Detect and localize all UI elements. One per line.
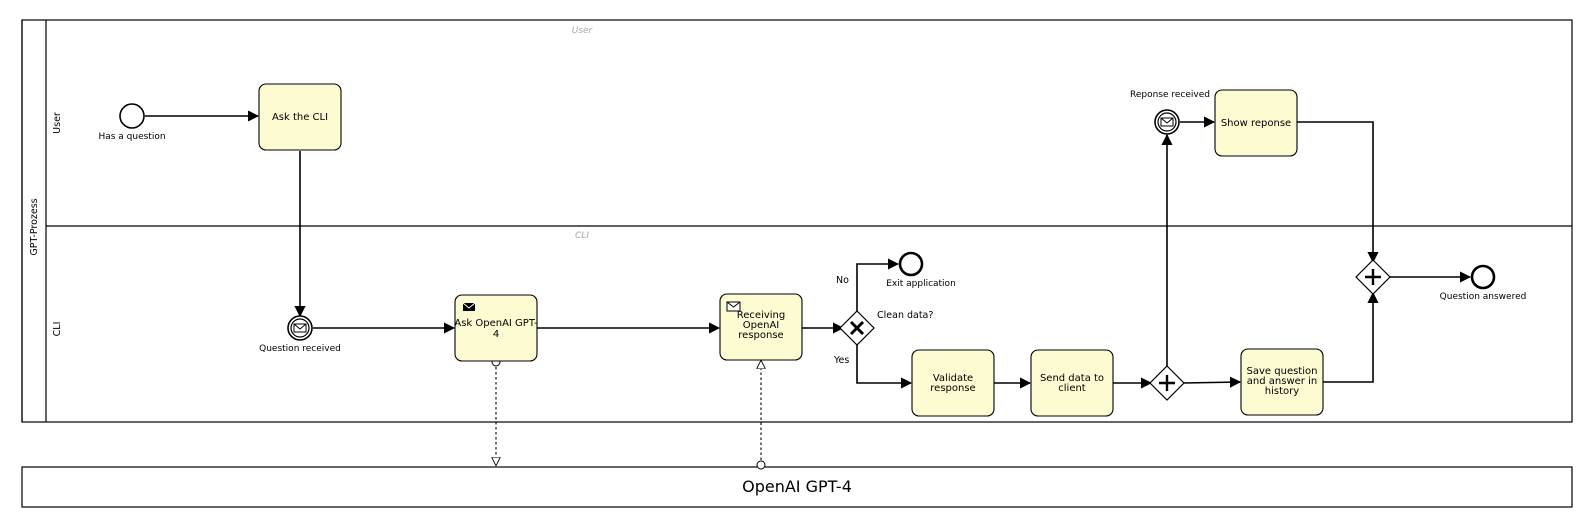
task-save-history-line-1: Save question (1247, 366, 1318, 377)
envelope-icon (293, 323, 307, 333)
task-send-data[interactable]: Send data to client (1030, 349, 1114, 417)
envelope-icon (1160, 117, 1174, 127)
gateway-split[interactable] (1149, 365, 1185, 401)
task-ask-openai[interactable]: Ask OpenAI GPT- 4 (454, 294, 538, 362)
flow-label-no: No (836, 275, 849, 286)
task-receiving-line-1: Receiving (737, 310, 785, 321)
flow-yes-to-validate (856, 342, 913, 389)
task-validate[interactable]: Validate response (911, 349, 995, 417)
lane-cli-watermark: CLI (575, 231, 589, 241)
task-receiving[interactable]: Receiving OpenAI response (719, 293, 803, 361)
flow-save-to-join (1322, 291, 1379, 383)
sequence-flows (145, 110, 1472, 389)
pool-name: GPT-Prozess (29, 198, 40, 255)
task-show-response-label: Show reponse (1221, 118, 1291, 129)
main-pool: GPT-Prozess User CLI User CLI (21, 19, 1573, 423)
flow-split-to-save (1182, 376, 1242, 388)
lane-cli-name: CLI (52, 322, 63, 337)
lane-user-name: User (52, 112, 63, 134)
external-pool-name: OpenAI GPT-4 (742, 477, 852, 496)
start-event[interactable]: Has a question (98, 103, 166, 142)
task-save-history[interactable]: Save question and answer in history (1240, 348, 1324, 416)
task-receiving-line-2: OpenAI (743, 320, 780, 331)
task-save-history-line-3: history (1265, 386, 1299, 397)
exit-end-event-label: Exit application (886, 279, 956, 289)
task-send-data-line-1: Send data to (1040, 373, 1104, 384)
answered-end-event[interactable]: Question answered (1440, 264, 1527, 302)
message-flows (491, 357, 766, 470)
flow-show-to-join (1296, 121, 1379, 264)
task-validate-line-2: response (930, 383, 975, 394)
task-ask-openai-line-1: Ask OpenAI GPT- (454, 318, 538, 329)
exit-end-event[interactable]: Exit application (886, 251, 956, 289)
task-send-data-line-2: client (1058, 383, 1086, 394)
task-ask-cli-label: Ask the CLI (272, 112, 328, 123)
start-event-label: Has a question (98, 132, 165, 142)
task-receiving-line-3: response (738, 330, 783, 341)
gateway-clean-data[interactable]: Clean data? No Yes (833, 275, 933, 366)
task-ask-cli[interactable]: Ask the CLI (258, 83, 342, 151)
gateway-clean-data-label: Clean data? (877, 310, 933, 321)
response-received-event[interactable]: Reponse received (1130, 90, 1210, 135)
task-ask-openai-line-2: 4 (493, 329, 499, 340)
flow-label-yes: Yes (833, 355, 849, 366)
task-validate-line-1: Validate (933, 373, 973, 384)
task-save-history-line-2: and answer in (1247, 376, 1317, 387)
gateway-join[interactable] (1355, 259, 1391, 295)
question-received-label: Question received (259, 344, 341, 354)
task-show-response[interactable]: Show reponse (1214, 89, 1298, 157)
receive-envelope-icon (726, 301, 741, 312)
answered-end-event-label: Question answered (1440, 292, 1527, 302)
send-envelope-icon (462, 302, 476, 311)
question-received-event[interactable]: Question received (259, 315, 341, 354)
lane-user-watermark: User (572, 26, 594, 36)
response-received-label: Reponse received (1130, 90, 1210, 100)
external-pool: OpenAI GPT-4 (21, 466, 1573, 508)
flow-no-to-exit (856, 258, 900, 314)
